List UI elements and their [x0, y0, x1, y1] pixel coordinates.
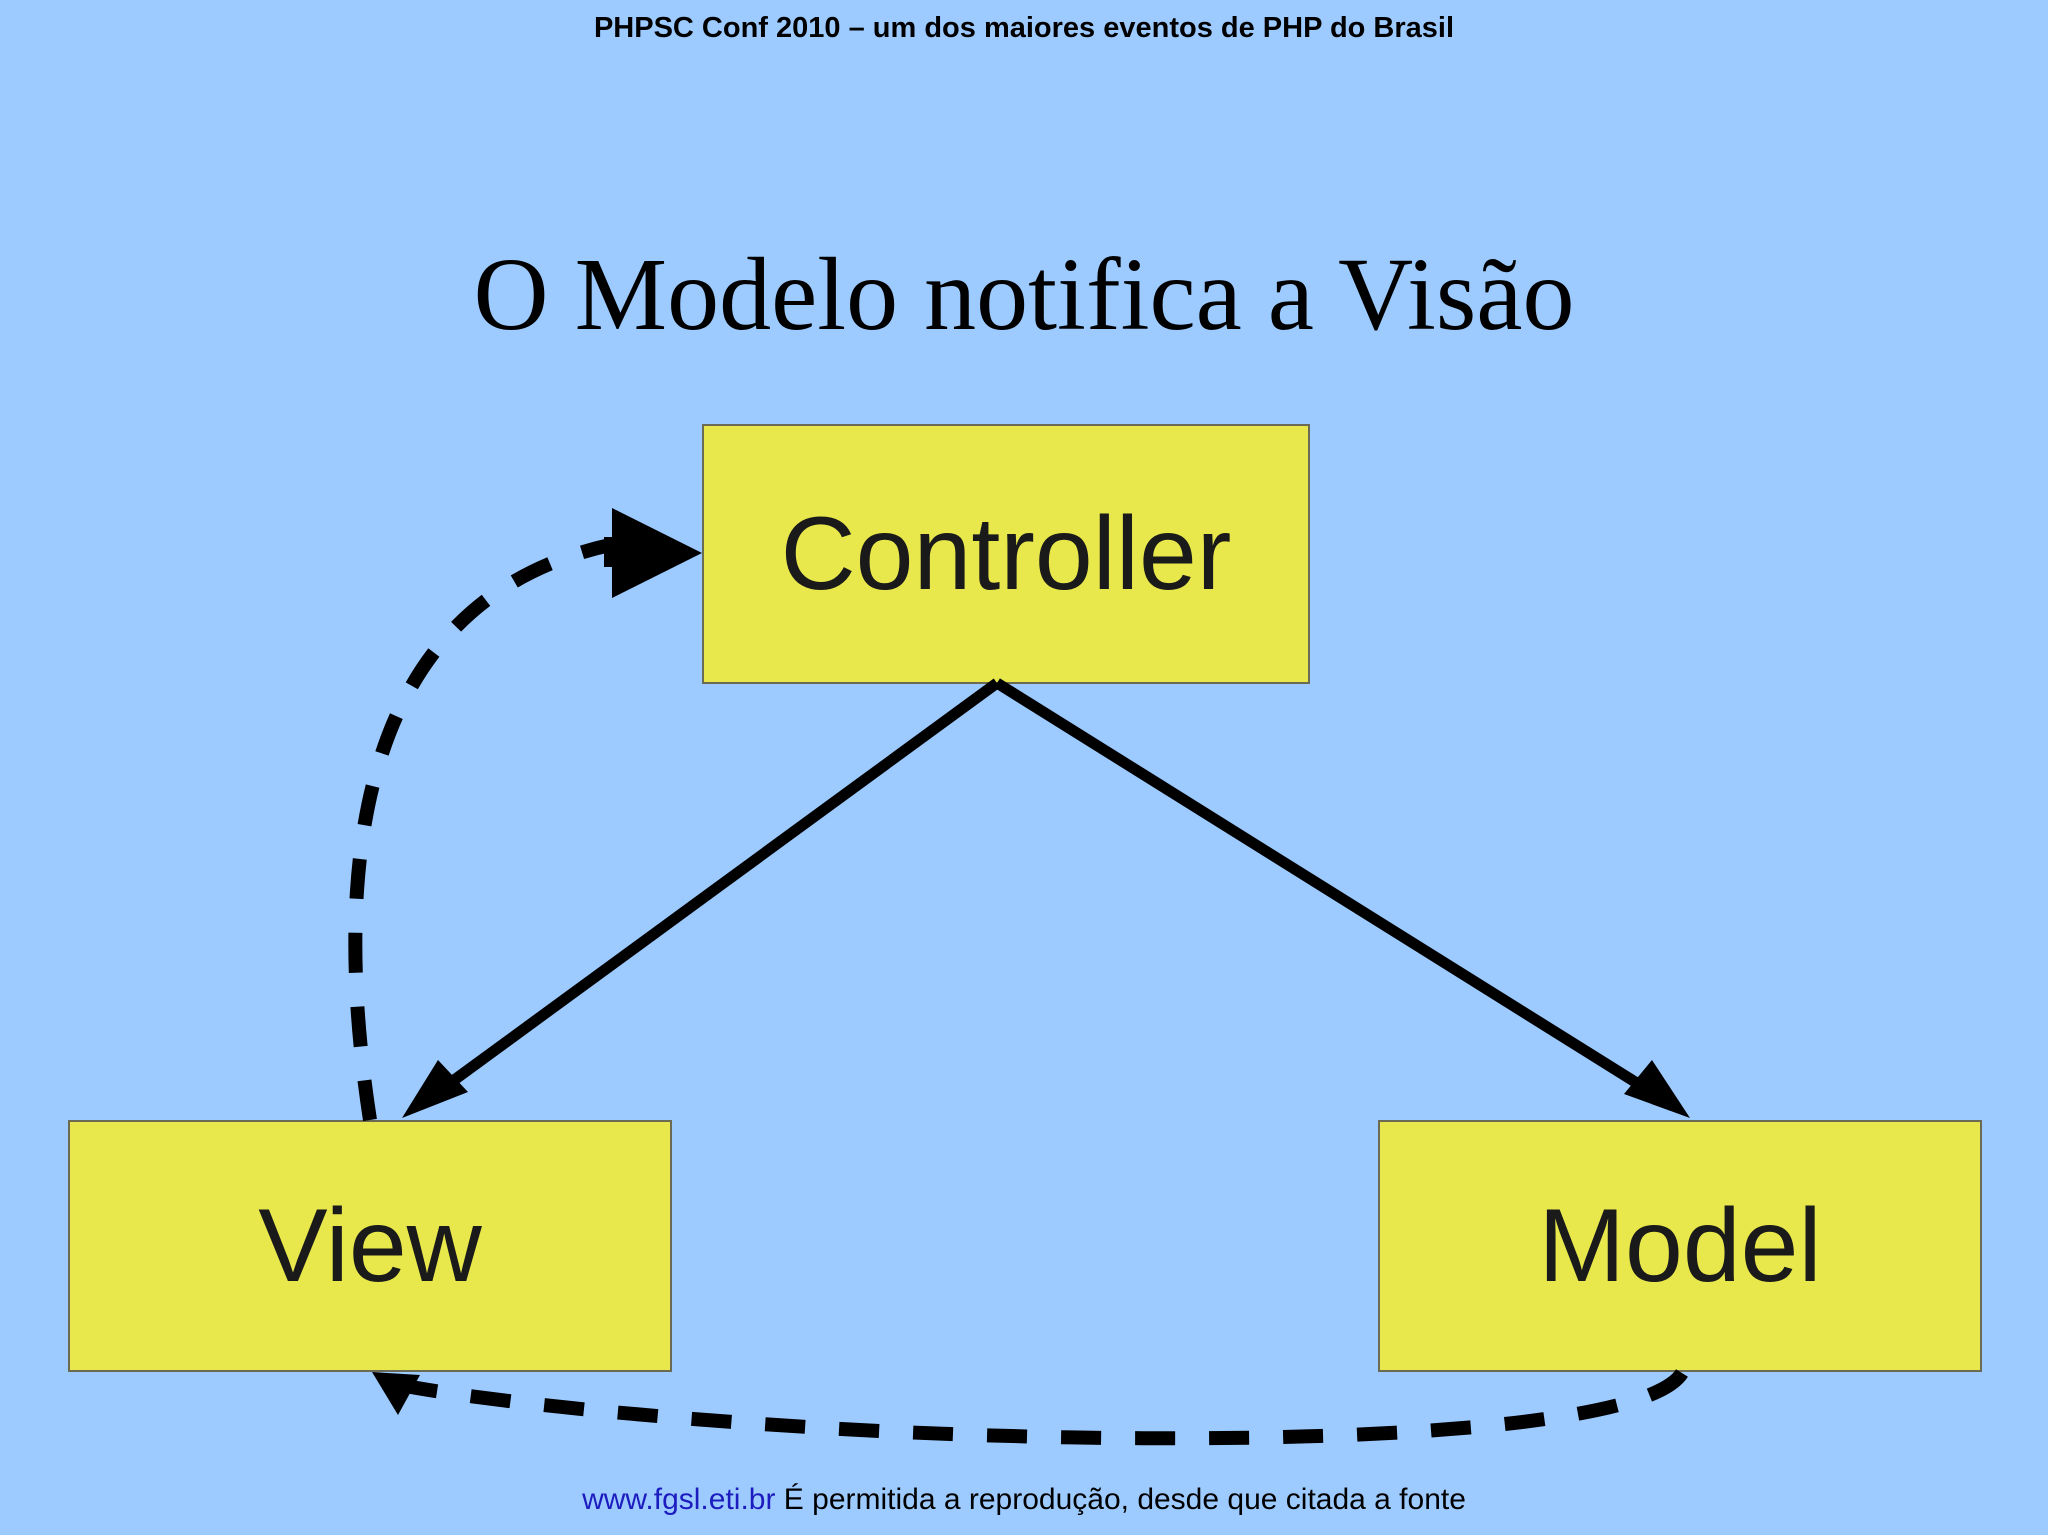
diagram-box-model-label: Model — [1538, 1188, 1822, 1304]
connector-model-to-view-icon — [372, 1368, 1688, 1446]
diagram-box-controller[interactable]: Controller — [702, 424, 1310, 684]
connector-view-to-controller-icon — [348, 508, 702, 1122]
footer-copyright-notice: É permitida a reprodução, desde que cita… — [775, 1483, 1466, 1516]
diagram-box-view-label: View — [258, 1188, 482, 1304]
slide-header: PHPSC Conf 2010 – um dos maiores eventos… — [593, 12, 1455, 44]
diagram-box-view[interactable]: View — [68, 1120, 672, 1372]
connector-controller-to-model-icon — [994, 678, 1690, 1118]
diagram-box-model[interactable]: Model — [1378, 1120, 1982, 1372]
slide-footer: www.fgsl.eti.br É permitida a reprodução… — [0, 1483, 2048, 1517]
diagram-box-controller-label: Controller — [780, 496, 1232, 612]
footer-website-link[interactable]: www.fgsl.eti.br — [582, 1483, 776, 1516]
connector-controller-to-view-icon — [402, 678, 1001, 1118]
page-title: O Modelo notifica a Visão — [473, 236, 1575, 352]
